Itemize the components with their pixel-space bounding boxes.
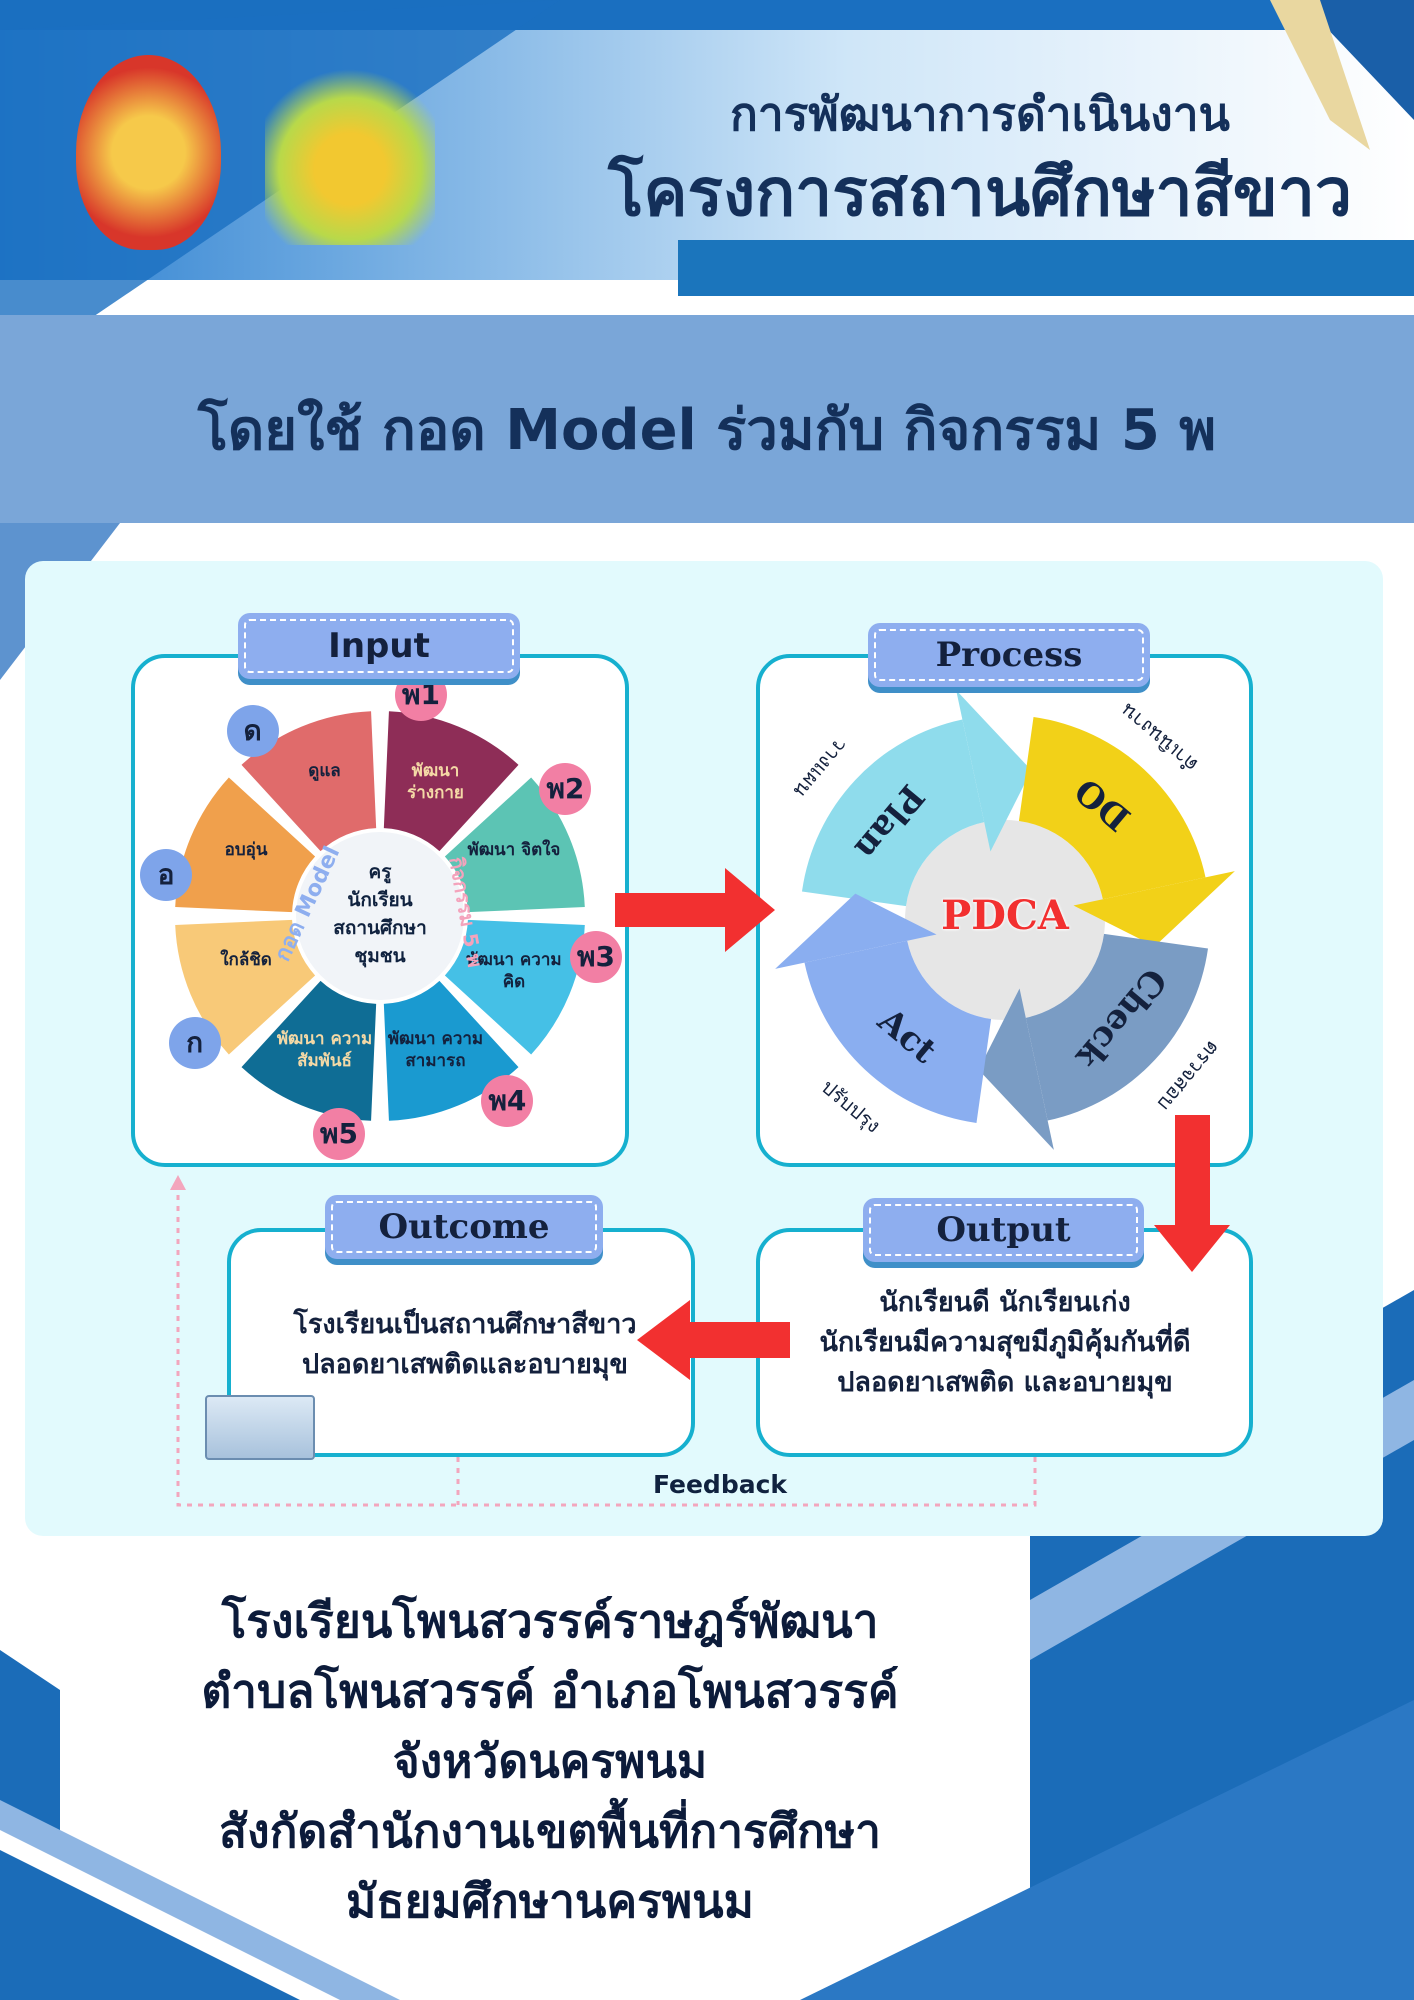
logo-school [265, 55, 435, 245]
input-label: Input [238, 613, 520, 679]
badge-6: ก [168, 1017, 221, 1070]
sector-label: พัฒนา ความคิด [466, 950, 562, 993]
pdca-cycle [775, 690, 1235, 1150]
wheel-sector [175, 919, 316, 1055]
input-wheel [175, 711, 585, 1121]
footer-line-1: โรงเรียนโพนสวรรค์ราษฎร์พัฒนา [221, 1594, 879, 1648]
badge-5: พ5 [312, 1108, 365, 1160]
pdca-center-label: PDCA [941, 892, 1069, 939]
wheel-sector [444, 919, 585, 1055]
pdca-step-act [775, 893, 992, 1124]
sector-label: ดูแล [308, 761, 341, 782]
footer-line-4: สังกัดสำนักงานเขตพื้นที่การศึกษา [219, 1804, 881, 1858]
footer-line-2: ตำบลโพนสวรรค์ อำเภอโพนสวรรค์ [201, 1664, 899, 1718]
footer-line-3: จังหวัดนครพนม [392, 1734, 708, 1788]
badge-7: อ [140, 848, 192, 901]
header-title-line1: การพัฒนาการดำเนินงาน [730, 87, 1230, 141]
sector-label: พัฒนา ความสามารถ [387, 1028, 484, 1071]
feedback-line [176, 1180, 1037, 1507]
school-building-icon [205, 1395, 315, 1460]
footer-line-5: มัธยมศึกษานครพนม [346, 1874, 754, 1928]
arrow-right-icon [615, 868, 775, 952]
wheel-sector [175, 777, 316, 913]
outcome-line: โรงเรียนเป็นสถานศึกษาสีขาว [293, 1309, 637, 1340]
center-line: ครู [368, 861, 392, 883]
header-title-line2: โครงการสถานศึกษาสีขาว [607, 154, 1353, 231]
logo-obec [76, 55, 221, 250]
sector-label: พัฒนา จิตใจ [467, 839, 561, 860]
badge-2: พ2 [539, 762, 592, 815]
outcome-text: โรงเรียนเป็นสถานศึกษาสีขาว ปลอดยาเสพติดแ… [250, 1305, 680, 1385]
sector-label: พัฒนา ร่างกาย [407, 761, 464, 804]
output-line: นักเรียนดี นักเรียนเก่ง [879, 1287, 1131, 1318]
badge-0: ด [226, 704, 279, 757]
badge-3: พ3 [570, 931, 622, 983]
center-line: นักเรียน [347, 889, 413, 911]
wheel-sector [444, 777, 585, 913]
wheel-center-text: ครูนักเรียนสถานศึกษาชุมชน [310, 858, 450, 970]
feedback-label: Feedback [652, 1470, 788, 1499]
pdca-step-do [1018, 716, 1235, 947]
wheel-sector [241, 980, 377, 1121]
sector-label: พัฒนา ความสัมพันธ์ [276, 1028, 373, 1071]
page-subtitle: โดยใช้ กอด Model ร่วมกับ กิจกรรม 5 พ [197, 398, 1217, 463]
wheel-center [296, 832, 464, 1000]
wheel-sector [241, 711, 377, 852]
sector-label: อบอุ่น [224, 839, 268, 860]
arrow-left-icon [637, 1300, 790, 1380]
center-line: ชุมชน [354, 945, 406, 967]
output-line: ปลอดยาเสพติด และอบายมุข [837, 1367, 1173, 1398]
arrow-down-icon [1154, 1115, 1230, 1272]
sector-label: ใกล้ชิด [220, 950, 272, 971]
process-label: Process [868, 623, 1150, 687]
pdca-step-plan [801, 690, 1032, 907]
badge-4: พ4 [481, 1075, 534, 1128]
output-text: นักเรียนดี นักเรียนเก่ง นักเรียนมีความสุ… [760, 1283, 1250, 1403]
pdca-step-check [978, 933, 1209, 1150]
outcome-line: ปลอดยาเสพติดและอบายมุข [301, 1349, 629, 1380]
output-line: นักเรียนมีความสุขมีภูมิคุ้มกันที่ดี [819, 1327, 1191, 1358]
wheel-sector [383, 711, 519, 852]
center-line: สถานศึกษา [333, 917, 427, 939]
outcome-label: Outcome [325, 1195, 603, 1259]
output-label: Output [863, 1198, 1144, 1262]
